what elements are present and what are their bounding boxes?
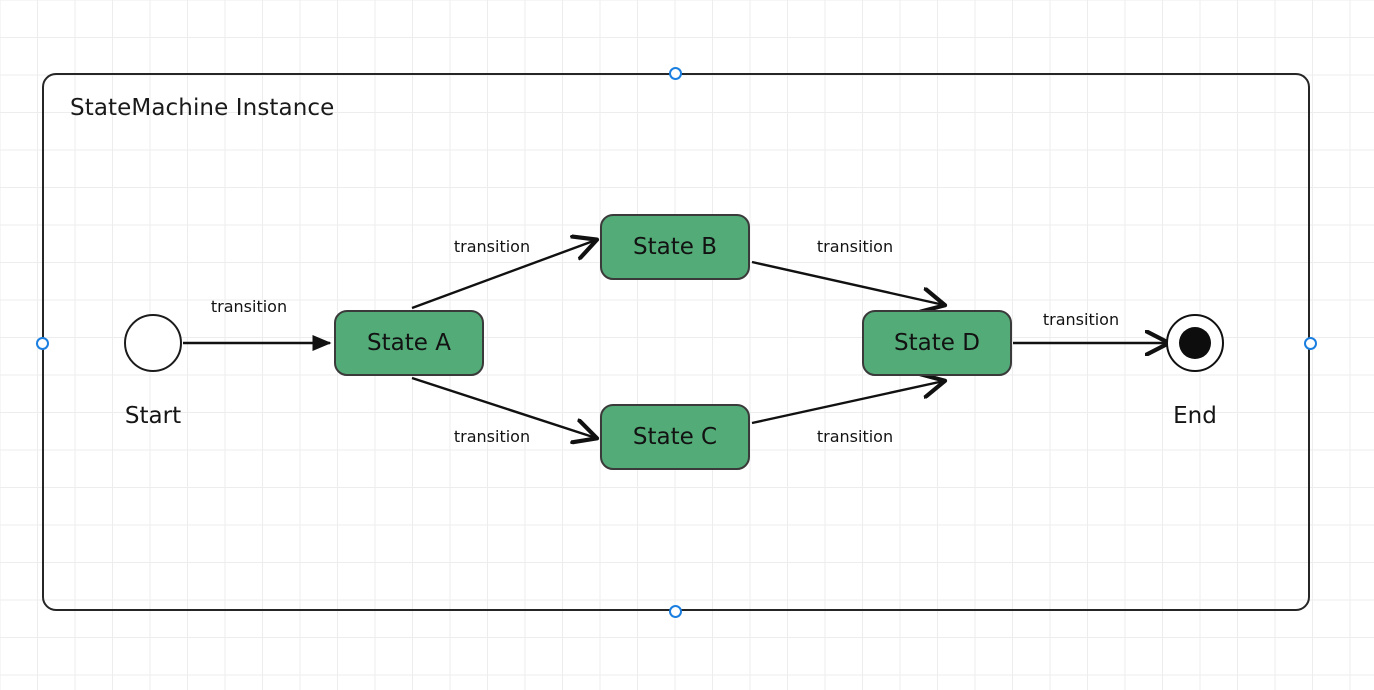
edge-label-start-to-state-a: transition <box>210 297 288 316</box>
state-machine-title: StateMachine Instance <box>70 95 335 121</box>
state-node-label: State D <box>894 330 980 356</box>
edge-label-state-a-to-state-b: transition <box>453 237 531 256</box>
selection-handle-bottom[interactable] <box>668 604 682 618</box>
state-machine-container[interactable] <box>42 73 1310 611</box>
end-node[interactable] <box>1166 314 1224 372</box>
state-node-state-c[interactable]: State C <box>600 404 750 470</box>
state-node-state-b[interactable]: State B <box>600 214 750 280</box>
end-node-fill <box>1179 327 1211 359</box>
selection-handle-right[interactable] <box>1303 336 1317 350</box>
end-node-label: End <box>1173 403 1217 429</box>
edge-label-state-d-to-end: transition <box>1042 310 1120 329</box>
state-node-label: State B <box>633 234 717 260</box>
state-node-label: State A <box>367 330 451 356</box>
start-node-label: Start <box>124 403 182 429</box>
state-node-label: State C <box>632 424 718 450</box>
edge-label-state-a-to-state-c: transition <box>453 427 531 446</box>
edge-label-state-b-to-state-d: transition <box>816 237 894 256</box>
start-node[interactable] <box>124 314 182 372</box>
state-node-state-a[interactable]: State A <box>334 310 484 376</box>
state-node-state-d[interactable]: State D <box>862 310 1012 376</box>
selection-handle-left[interactable] <box>35 336 49 350</box>
selection-handle-top[interactable] <box>668 66 682 80</box>
edge-label-state-c-to-state-d: transition <box>816 427 894 446</box>
